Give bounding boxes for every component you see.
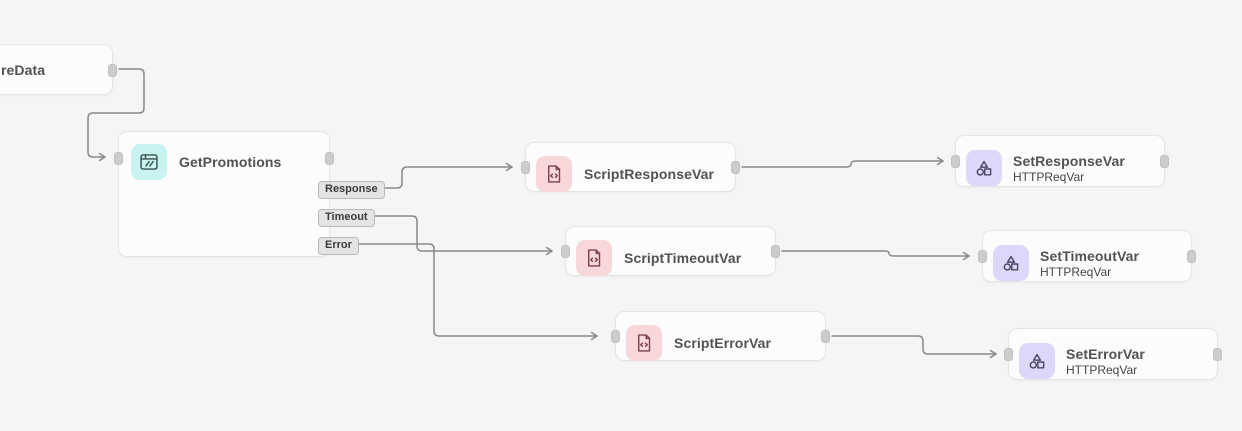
node-title: ScriptResponseVar bbox=[584, 166, 715, 182]
node-title: SetErrorVar bbox=[1066, 345, 1145, 362]
shapes-icon bbox=[966, 150, 1002, 186]
input-port[interactable] bbox=[521, 161, 530, 174]
web-window-icon bbox=[131, 144, 167, 180]
node-script-response-var[interactable]: ScriptResponseVar bbox=[521, 142, 740, 192]
node-subtitle: HTTPReqVar bbox=[1066, 362, 1138, 377]
output-label-error[interactable]: Error bbox=[318, 237, 359, 255]
input-port[interactable] bbox=[951, 155, 960, 168]
output-port[interactable] bbox=[821, 330, 830, 343]
code-file-icon bbox=[536, 156, 572, 192]
node-set-timeout-var[interactable]: SetTimeoutVar HTTPReqVar bbox=[978, 230, 1196, 282]
input-port[interactable] bbox=[1004, 348, 1013, 361]
output-port[interactable] bbox=[325, 152, 334, 165]
node-subtitle: HTTPReqVar bbox=[1040, 264, 1112, 279]
node-script-timeout-var[interactable]: ScriptTimeoutVar bbox=[561, 226, 780, 276]
node-subtitle: HTTPReqVar bbox=[1013, 169, 1085, 184]
node-set-response-var[interactable]: SetResponseVar HTTPReqVar bbox=[951, 135, 1169, 187]
node-set-error-var[interactable]: SetErrorVar HTTPReqVar bbox=[1004, 328, 1222, 380]
node-title: GetPromotions bbox=[179, 154, 282, 170]
node-get-promotions[interactable]: GetPromotions Response Timeout Error bbox=[114, 131, 385, 257]
edge-scripterrorvar-to-seterrorvar bbox=[831, 335, 997, 359]
code-file-icon bbox=[626, 325, 662, 361]
output-port[interactable] bbox=[731, 161, 740, 174]
output-port[interactable] bbox=[1160, 155, 1169, 168]
edge-scriptresponsevar-to-setresponsevar bbox=[741, 156, 944, 168]
edge-scripttimeoutvar-to-settimeoutvar bbox=[781, 250, 970, 261]
output-label-response[interactable]: Response bbox=[318, 181, 385, 199]
node-title: SetResponseVar bbox=[1013, 152, 1125, 169]
shapes-icon bbox=[993, 245, 1029, 281]
output-port[interactable] bbox=[108, 64, 117, 77]
node-title: SetTimeoutVar bbox=[1040, 247, 1140, 264]
output-label-timeout[interactable]: Timeout bbox=[318, 209, 375, 227]
node-script-error-var[interactable]: ScriptErrorVar bbox=[611, 311, 830, 361]
node-title: reData bbox=[1, 61, 46, 78]
node-title: ScriptTimeoutVar bbox=[624, 250, 742, 266]
output-port[interactable] bbox=[1213, 348, 1222, 361]
input-port[interactable] bbox=[611, 330, 620, 343]
shapes-icon bbox=[1019, 343, 1055, 379]
edge-error-to-scripterrorvar bbox=[350, 243, 598, 341]
input-port[interactable] bbox=[561, 245, 570, 258]
output-port[interactable] bbox=[1187, 250, 1196, 263]
node-capture-data[interactable]: reData bbox=[0, 44, 117, 95]
input-port[interactable] bbox=[978, 250, 987, 263]
edge-timeout-to-scripttimeoutvar bbox=[364, 215, 553, 256]
output-port[interactable] bbox=[771, 245, 780, 258]
code-file-icon bbox=[576, 240, 612, 276]
input-port[interactable] bbox=[114, 152, 123, 165]
node-title: ScriptErrorVar bbox=[674, 335, 772, 351]
edge-response-to-scriptresponsevar bbox=[374, 162, 513, 189]
